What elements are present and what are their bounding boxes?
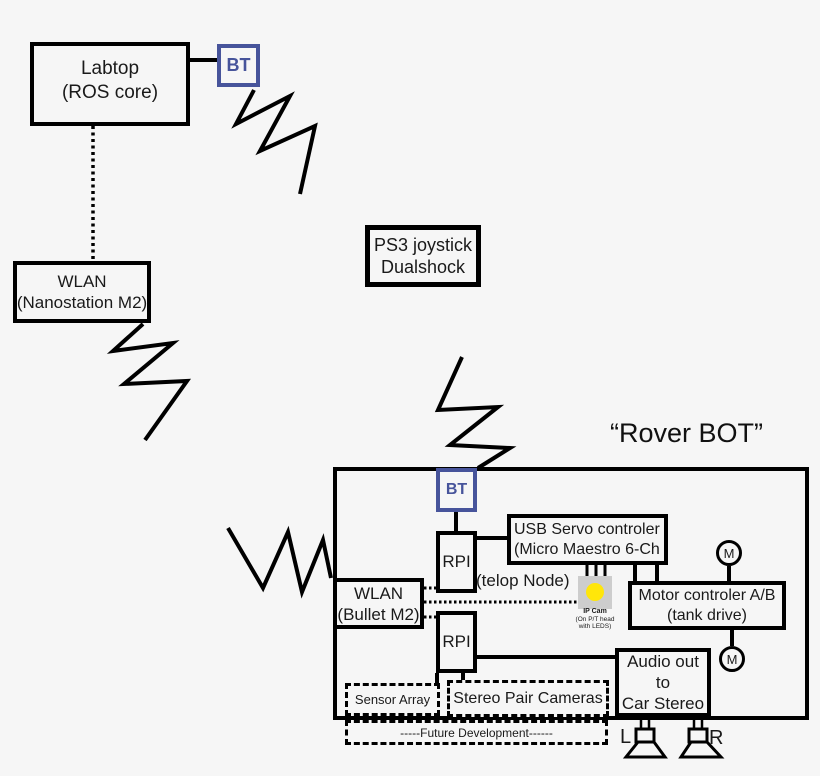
usb-servo-label: USB Servo controler [514, 520, 660, 538]
rpi-top-label: RPI [442, 552, 471, 571]
motor-controller-node: Motor controler A/B (tank drive) [628, 581, 786, 630]
rpi-top-node: RPI [436, 531, 477, 593]
ip-camera-node [578, 576, 612, 609]
rpi-bottom-node: RPI [436, 611, 477, 673]
ip-camera-label: IP Cam [583, 608, 607, 615]
speaker-left-label: L [620, 726, 632, 748]
ip-camera-sublabel-1: (On P/T head [575, 616, 615, 623]
laptop-label: Labtop [80, 58, 140, 79]
ps3-joystick-label: PS3 joystick [373, 235, 473, 255]
motor-controller-label: Motor controler A/B [638, 586, 776, 604]
bluetooth-top-node: BT [217, 44, 260, 87]
motor-bottom-node: M [719, 646, 745, 672]
wlan-bullet-label: WLAN [353, 583, 404, 603]
wlan-bullet-node: WLAN (Bullet M2) [333, 578, 424, 629]
speaker-right-icon [678, 717, 725, 759]
sensor-array-label: Sensor Array [354, 692, 431, 707]
rpi-bottom-label: RPI [442, 632, 471, 651]
sensor-array-node: Sensor Array [345, 683, 440, 716]
wireless-zigzag-bt-top-icon [231, 89, 318, 195]
motor-controller-sublabel: (tank drive) [666, 606, 748, 624]
usb-servo-sublabel: (Micro Maestro 6-Ch [514, 540, 660, 558]
ip-camera-led-icon [586, 583, 604, 601]
wireless-zigzag-wlan-bullet-icon [226, 525, 333, 599]
telop-node-annotation: (telop Node) [476, 571, 570, 590]
future-development-node: -----Future Development------ [345, 720, 608, 745]
stereo-cameras-label: Stereo Pair Cameras [453, 689, 603, 707]
ip-camera-sublabel-2: with LEDS) [578, 623, 612, 630]
motor-bottom-label: M [726, 651, 738, 667]
bluetooth-rover-label: BT [445, 481, 468, 498]
motor-top-label: M [723, 545, 735, 561]
rover-bot-title: “Rover BOT” [610, 418, 764, 448]
bluetooth-rover-node: BT [436, 468, 477, 512]
wlan-nanostation-node: WLAN (Nanostation M2) [13, 261, 151, 323]
wlan-nanostation-label: WLAN [57, 272, 107, 291]
bluetooth-top-label: BT [226, 55, 251, 75]
ps3-joystick-sublabel: Dualshock [380, 257, 466, 277]
wireless-zigzag-wlan-nano-icon [106, 322, 192, 442]
usb-servo-controller-node: USB Servo controler (Micro Maestro 6-Ch [507, 514, 668, 565]
ps3-joystick-node: PS3 joystick Dualshock [365, 225, 481, 287]
motor-top-node: M [716, 540, 742, 566]
laptop-node: Labtop (ROS core) [30, 42, 190, 126]
speaker-left-icon [622, 717, 668, 759]
laptop-sublabel: (ROS core) [61, 82, 159, 103]
wlan-nanostation-sublabel: (Nanostation M2) [16, 293, 148, 312]
audio-out-label-2: to [655, 673, 671, 692]
speaker-right-label: R [709, 727, 724, 749]
audio-out-label-1: Audio out [627, 652, 699, 671]
audio-out-node: Audio out to Car Stereo [615, 648, 711, 717]
audio-out-label-3: Car Stereo [621, 694, 705, 713]
future-development-label: -----Future Development------ [400, 725, 553, 740]
wlan-bullet-sublabel: (Bullet M2) [337, 604, 420, 624]
wireless-zigzag-bt-rover-icon [434, 356, 517, 470]
stereo-cameras-node: Stereo Pair Cameras [447, 680, 609, 717]
